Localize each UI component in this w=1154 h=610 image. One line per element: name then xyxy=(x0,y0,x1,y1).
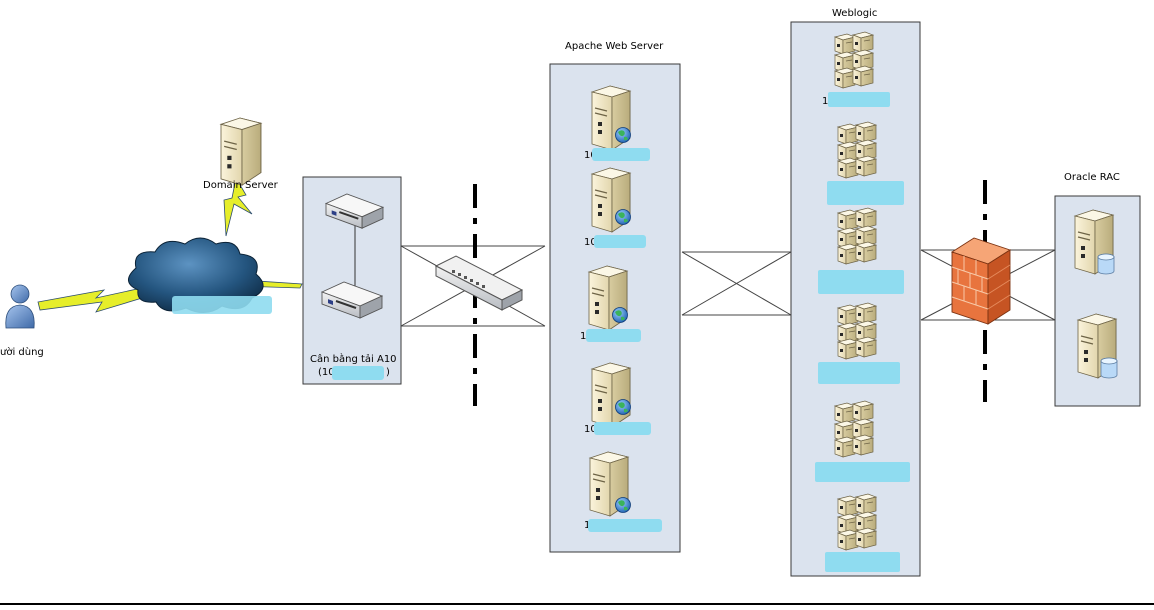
weblogic-server-1 xyxy=(835,32,873,88)
apache-server-1 xyxy=(591,85,631,151)
oracle-title: Oracle RAC xyxy=(1064,172,1120,183)
firewall-icon xyxy=(950,237,1012,325)
redacted-weblogic-ip-2 xyxy=(827,181,904,205)
apache-title: Apache Web Server xyxy=(565,41,664,52)
weblogic-panel xyxy=(790,21,921,577)
apache-server-4 xyxy=(591,362,631,428)
oracle-server-1 xyxy=(1074,209,1115,275)
domain-server-icon xyxy=(220,117,262,186)
weblogic-server-2 xyxy=(838,122,876,178)
redacted-lb-ip xyxy=(332,366,384,380)
user-icon xyxy=(5,284,35,329)
redacted-apache-ip-1 xyxy=(592,148,650,161)
apache-ip-5: 1 xyxy=(584,520,590,531)
apache-ip-2: 10 xyxy=(584,237,597,248)
apache-ip-4: 10 xyxy=(584,424,597,435)
weblogic-server-5 xyxy=(835,401,873,457)
load-balancer-label: Cân bằng tải A10 xyxy=(310,352,397,365)
user-label: ười dùng xyxy=(0,346,44,358)
weblogic-server-4 xyxy=(838,303,876,359)
weblogic-server-6 xyxy=(838,494,876,550)
redacted-weblogic-ip-4 xyxy=(818,362,900,384)
apache-server-3 xyxy=(588,265,628,331)
redacted-weblogic-ip-3 xyxy=(818,270,904,294)
redacted-weblogic-ip-5 xyxy=(815,462,910,482)
load-balancer-ip-suffix: ) xyxy=(386,367,390,378)
weblogic-ip-1: 1 xyxy=(822,96,828,107)
apache-ip-1: 10 xyxy=(584,150,597,161)
redacted-apache-ip-3 xyxy=(586,329,641,342)
switch-icon xyxy=(434,255,524,311)
apache-ip-3: 1 xyxy=(580,331,586,342)
apache-server-5 xyxy=(589,451,631,517)
redacted-apache-ip-5 xyxy=(588,519,662,532)
oracle-server-2 xyxy=(1077,313,1118,379)
redacted-weblogic-ip-1 xyxy=(828,92,890,107)
apache-server-2 xyxy=(591,167,631,233)
redacted-apache-ip-4 xyxy=(594,422,651,435)
weblogic-server-3 xyxy=(838,208,876,264)
weblogic-title: Weblogic xyxy=(832,8,877,19)
redacted-cloud-ip xyxy=(172,296,272,314)
redacted-apache-ip-2 xyxy=(594,235,646,248)
load-balancer-ip-prefix: (10 xyxy=(318,367,335,378)
domain-server-label: Domain Server xyxy=(203,180,279,191)
redacted-weblogic-ip-6 xyxy=(825,552,900,572)
